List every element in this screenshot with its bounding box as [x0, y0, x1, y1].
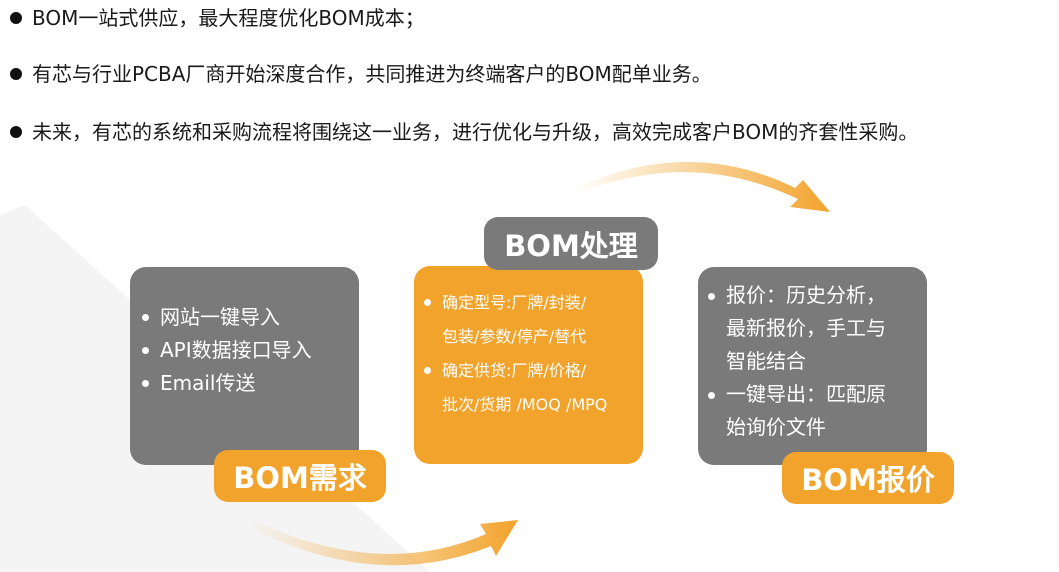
bom-quote-card: 报价：历史分析， 最新报价，手工与 智能结合 一键导出：匹配原 始询价文件 [698, 267, 927, 465]
bullet-dot [10, 126, 22, 138]
top-curve-arrow [575, 162, 830, 212]
bottom-curve-arrow [250, 520, 518, 566]
bullet-dot [10, 12, 22, 24]
card-item: 确定型号:厂牌/封装/ 包装/参数/停产/替代 [418, 286, 643, 354]
card-item-line: 确定供货:厂牌/价格/ [442, 361, 587, 380]
card-item: API数据接口导入 [136, 334, 359, 367]
card-item-line: 最新报价，手工与 [726, 316, 886, 340]
intro-bullet-1: BOM一站式供应，最大程度优化BOM成本； [10, 6, 425, 30]
intro-bullet-text: BOM一站式供应，最大程度优化BOM成本； [32, 6, 425, 30]
intro-bullet-text: 有芯与行业PCBA厂商开始深度合作，共同推进为终端客户的BOM配单业务。 [32, 62, 712, 86]
card-item: 确定供货:厂牌/价格/ 批次/货期 /MOQ /MPQ [418, 354, 643, 422]
intro-bullet-3: 未来，有芯的系统和采购流程将围绕这一业务，进行优化与升级，高效完成客户BOM的齐… [10, 120, 918, 144]
card-item-line: 确定型号:厂牌/封装/ [442, 293, 587, 312]
card-item: Email传送 [136, 367, 359, 400]
card-item-line: 一键导出：匹配原 [726, 382, 886, 406]
card-item-line: 报价：历史分析， [726, 283, 886, 307]
card-item: 一键导出：匹配原 始询价文件 [702, 378, 927, 444]
bom-quote-title: BOM报价 [782, 452, 954, 504]
card-item-line: 包装/参数/停产/替代 [442, 327, 587, 346]
bom-demand-title: BOM需求 [214, 450, 386, 502]
card-item-line: 智能结合 [726, 349, 806, 373]
card-item-line: 始询价文件 [726, 415, 826, 439]
bom-demand-card: 网站一键导入 API数据接口导入 Email传送 [130, 267, 359, 465]
intro-bullet-2: 有芯与行业PCBA厂商开始深度合作，共同推进为终端客户的BOM配单业务。 [10, 62, 712, 86]
intro-bullet-text: 未来，有芯的系统和采购流程将围绕这一业务，进行优化与升级，高效完成客户BOM的齐… [32, 120, 919, 144]
bom-processing-card: 确定型号:厂牌/封装/ 包装/参数/停产/替代 确定供货:厂牌/价格/ 批次/货… [414, 266, 643, 464]
card-item: 网站一键导入 [136, 301, 359, 334]
bom-processing-title: BOM处理 [484, 217, 658, 270]
card-item-line: 批次/货期 /MOQ /MPQ [442, 395, 608, 414]
bullet-dot [10, 68, 22, 80]
card-item: 报价：历史分析， 最新报价，手工与 智能结合 [702, 279, 927, 378]
